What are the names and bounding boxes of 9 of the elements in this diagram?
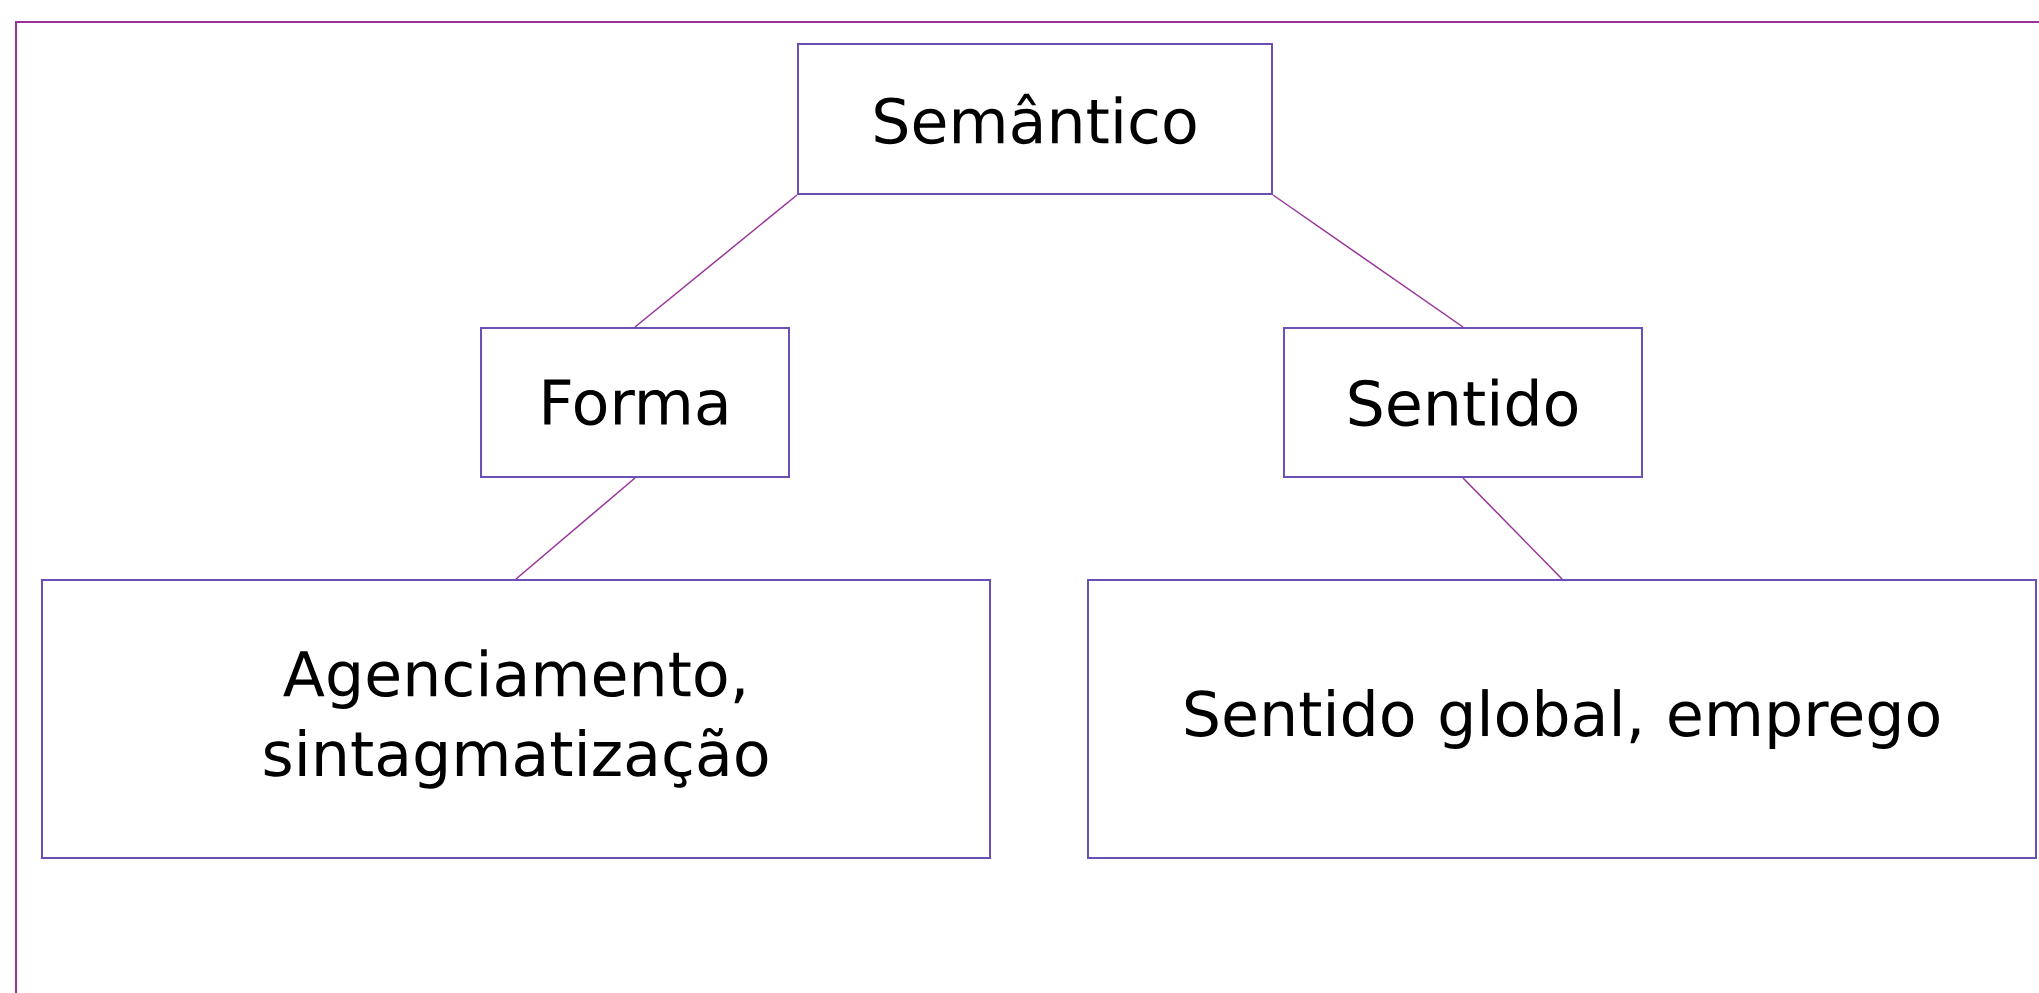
description-box: Sentido global, emprego: [1087, 579, 2037, 859]
connector-line: [515, 477, 636, 580]
root-box: Semântico: [797, 43, 1273, 195]
category-box: Forma: [480, 327, 790, 478]
category-box: Sentido: [1283, 327, 1643, 478]
connector-line: [1272, 194, 1464, 328]
connector-line: [1462, 477, 1563, 580]
description-box: Agenciamento, sintagmatização: [41, 579, 991, 859]
connector-line: [634, 194, 798, 328]
